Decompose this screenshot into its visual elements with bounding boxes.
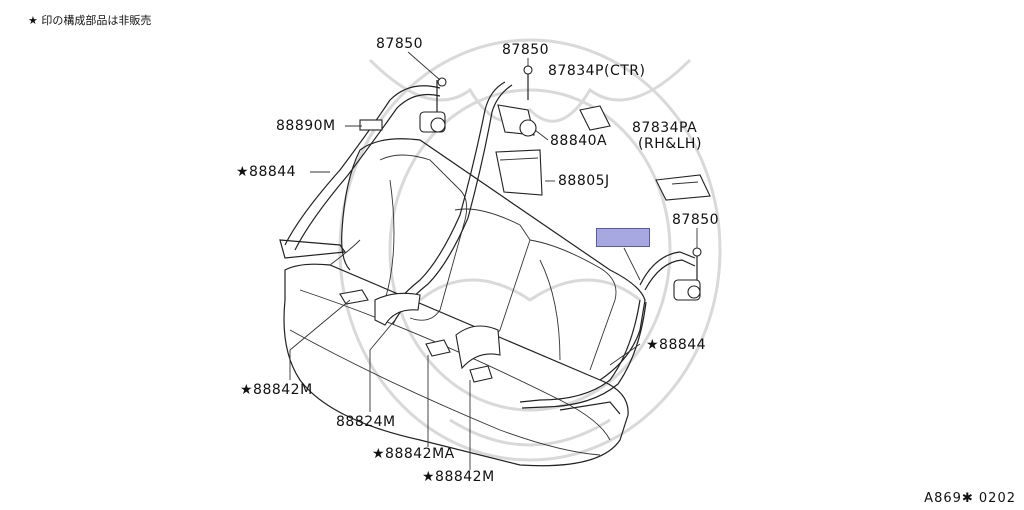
label-belt-right[interactable]: ★88844 [646,337,707,353]
highlighted-part-marker [596,228,650,247]
label-retractor-center[interactable]: 88840A [550,133,608,149]
label-buckle-center-a[interactable]: ★88842MA [372,446,455,462]
label-cover-ctr[interactable]: 87834P(CTR) [548,63,646,79]
center-seat-belt [384,65,543,325]
seat-cushion [283,239,629,467]
label-cover-side-position: (RH&LH) [638,136,702,152]
label-belt-guide-left[interactable]: 88890M [276,118,336,134]
covers [579,105,711,201]
label-belt-center[interactable]: 88824M [336,414,396,430]
buckles [339,289,501,383]
watermark-emblem [338,38,722,462]
label-bolt-center[interactable]: 87850 [502,42,550,58]
label-bolt-left[interactable]: 87850 [376,36,424,52]
label-bolt-right[interactable]: 87850 [672,212,720,228]
label-buckle-left[interactable]: ★88842M [240,382,313,398]
left-seat-belt [279,77,447,259]
label-cover-box[interactable]: 88805J [558,173,610,189]
label-belt-left[interactable]: ★88844 [236,164,297,180]
diagram-code: A869✱ 0202 [924,491,1016,506]
leader-lines [289,51,698,470]
label-buckle-center-b[interactable]: ★88842M [422,469,495,485]
label-cover-side[interactable]: 87834PA [632,120,698,136]
non-sale-note: ★ 印の構成部品は非販売 [28,14,152,27]
right-seat-belt [519,247,702,415]
